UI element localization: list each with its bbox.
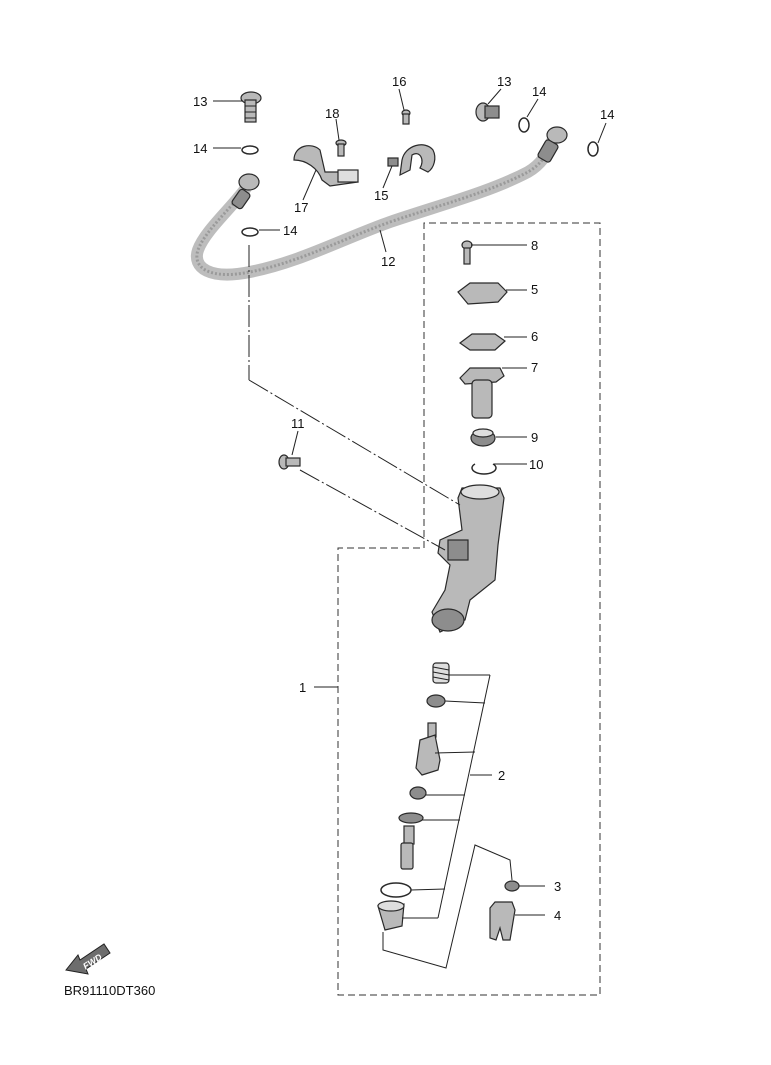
union-bolt-left	[240, 91, 262, 123]
piston	[415, 722, 441, 776]
fwd-arrow-icon: FWD	[65, 943, 111, 975]
hose-banjo-right	[546, 126, 568, 144]
spring	[432, 662, 450, 684]
callout-2: 2	[498, 768, 505, 783]
callout-13-left: 13	[193, 94, 207, 109]
hose-banjo-left	[238, 173, 260, 191]
callout-5: 5	[531, 282, 538, 297]
copper-washer-4	[587, 141, 599, 157]
cup	[409, 786, 427, 800]
copper-washer-2	[241, 227, 259, 237]
callout-11: 11	[291, 416, 305, 431]
callout-14-b: 14	[283, 223, 297, 238]
spring-seat	[426, 694, 446, 708]
callout-8: 8	[531, 238, 538, 253]
callout-17: 17	[294, 200, 308, 215]
hose-holder-15	[387, 144, 436, 177]
push-rod	[398, 812, 424, 870]
callout-7: 7	[531, 360, 538, 375]
screw-8	[461, 240, 473, 265]
callout-4: 4	[554, 908, 561, 923]
hose-holder-17	[293, 145, 359, 187]
brake-hose	[190, 126, 568, 281]
bolt-11	[278, 454, 301, 470]
master-cylinder-body	[431, 484, 505, 633]
callout-14-c: 14	[532, 84, 546, 99]
reservoir-cap-5	[457, 282, 508, 305]
callout-12: 12	[381, 254, 395, 269]
union-bolt-right	[475, 102, 500, 122]
clevis-4	[489, 901, 516, 941]
callout-18: 18	[325, 106, 339, 121]
seal-ring	[380, 882, 412, 898]
callout-3: 3	[554, 879, 561, 894]
callout-14-d: 14	[600, 107, 614, 122]
callout-16: 16	[392, 74, 406, 89]
copper-washer-3	[518, 117, 530, 133]
copper-washer-1	[241, 145, 259, 155]
callout-1: 1	[299, 680, 306, 695]
callout-6: 6	[531, 329, 538, 344]
callout-9: 9	[531, 430, 538, 445]
nut-3	[504, 880, 520, 892]
callout-13-right: 13	[497, 74, 511, 89]
bolt-16	[401, 109, 411, 125]
assembly-boundary-upper	[337, 222, 601, 996]
diaphragm-7	[459, 367, 505, 419]
circlip-10	[471, 463, 497, 475]
diaphragm-holder-6	[458, 333, 506, 351]
callout-14-a: 14	[193, 141, 207, 156]
callout-15: 15	[374, 188, 388, 203]
drawing-code: BR91110DT360	[64, 983, 155, 998]
boot-9	[470, 428, 496, 447]
callout-10: 10	[529, 457, 543, 472]
bolt-18	[335, 139, 347, 157]
kit-2-bracket	[382, 674, 513, 969]
dust-boot	[377, 900, 405, 931]
